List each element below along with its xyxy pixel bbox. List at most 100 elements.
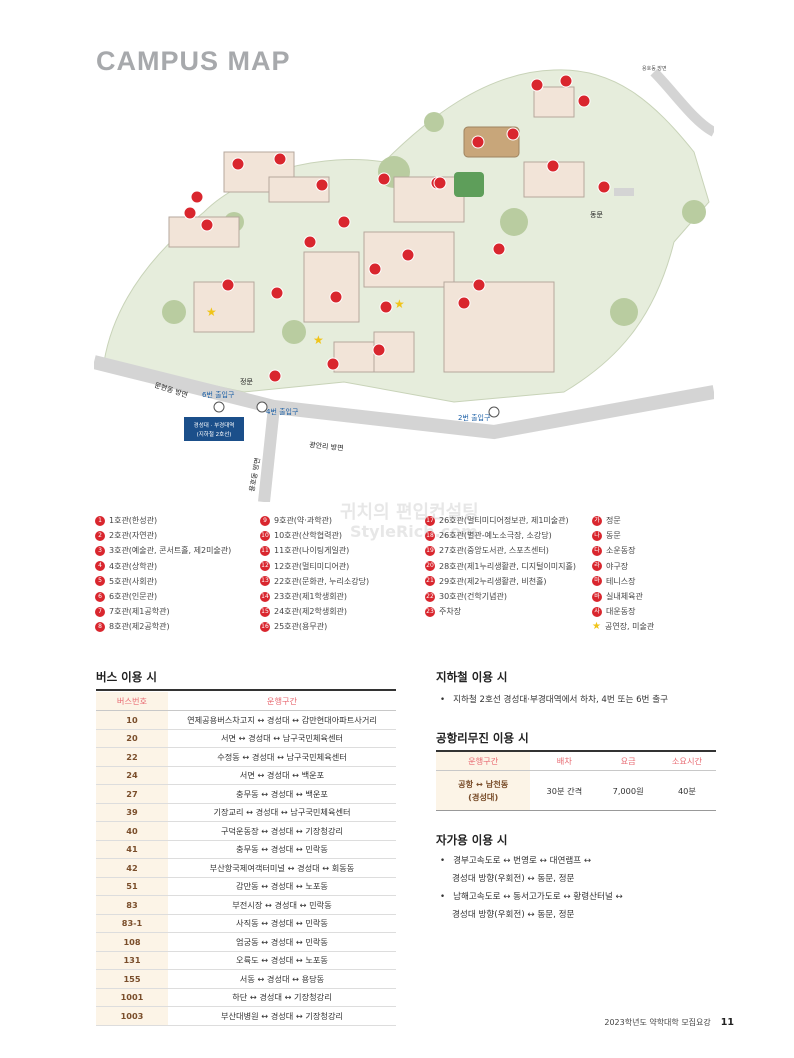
legend-text: 실내체육관: [606, 592, 643, 602]
campus-map: ★★★ 정문 동문 6번 출입구 4번 출입구 2번 출입구 경성대 · 부경대…: [94, 65, 714, 502]
legend-badge: 14: [260, 591, 270, 602]
legend-text: 공연장, 미술관: [604, 622, 655, 632]
legend-badge: 16: [260, 621, 270, 632]
watermark-line1: 귀치의 편입컨설팅: [340, 502, 479, 523]
table-cell: 51: [96, 877, 168, 896]
table-cell: 1001: [96, 988, 168, 1007]
table-cell: 155: [96, 969, 168, 989]
bus-heading: 버스 이용 시: [96, 670, 157, 684]
legend-badge: 3: [95, 545, 105, 556]
limousine-heading: 공항리무진 이용 시: [436, 731, 529, 745]
bus-header-route: 운행구간: [168, 692, 396, 711]
svg-text:★: ★: [394, 297, 405, 311]
table-cell: 39: [96, 803, 168, 822]
table-cell: 서동 ↔ 경성대 ↔ 용당동: [168, 969, 396, 989]
table-cell: 108: [96, 932, 168, 952]
legend-badge: 라: [592, 561, 602, 572]
bus-rule: [96, 689, 396, 691]
legend-text: 12호관(멀티미디어관): [274, 561, 350, 571]
legend-item: 바 실내체육관: [592, 589, 654, 604]
legend-text: 대운동장: [606, 607, 636, 617]
legend-text: 2호관(자연관): [109, 531, 158, 541]
footer-text: 2023학년도 약학대학 모집요강: [604, 1018, 711, 1027]
table-cell: 오륙도 ↔ 경성대 ↔ 노포동: [168, 951, 396, 970]
legend-badge: 바: [592, 591, 602, 602]
road-top-label: 용호동 방면: [642, 65, 667, 72]
table-cell: 부전시장 ↔ 경성대 ↔ 민락동: [168, 895, 396, 915]
station-name: 경성대 · 부경대역: [194, 421, 235, 429]
table-cell: 83: [96, 895, 168, 915]
legend-text: 28호관(제1누리생활관, 디지털이미지홀): [439, 561, 576, 571]
legend-text: 26호관(멀티미디어정보관, 제1미술관): [439, 516, 569, 526]
station-line: (지하철 2호선): [197, 430, 232, 438]
station-box: [184, 417, 244, 441]
legend-item: ★공연장, 미술관: [592, 619, 654, 634]
legend-text: 동문: [606, 531, 621, 541]
table-cell: 부산대병원 ↔ 경성대 ↔ 기장청강리: [168, 1006, 396, 1026]
legend-text: 30호관(건학기념관): [439, 592, 507, 602]
legend-text: 테니스장: [606, 576, 636, 586]
table-cell: 22: [96, 747, 168, 767]
bus-header-number: 버스번호: [96, 692, 168, 711]
exit6-label: 6번 출입구: [202, 390, 235, 399]
legend-item: 14 23호관(제1학생회관): [260, 589, 369, 604]
legend-text: 11호관(나이팅게일관): [274, 546, 350, 556]
legend-text: 25호관(용무관): [274, 622, 328, 632]
table-cell: 서면 ↔ 경성대 ↔ 백운포: [168, 766, 396, 785]
legend-badge: 18: [425, 530, 435, 541]
legend-badge: 21: [425, 576, 435, 587]
table-cell: 41: [96, 840, 168, 859]
legend-badge: 23: [425, 606, 435, 617]
legend-badge: 19: [425, 545, 435, 556]
table-cell: 배차: [530, 752, 599, 771]
legend-text: 정문: [606, 516, 621, 526]
legend-badge: 2: [95, 530, 105, 541]
svg-text:★: ★: [206, 305, 217, 319]
exit4-label: 4번 출입구: [266, 407, 299, 416]
legend-badge: 다: [592, 545, 602, 556]
legend-badge: 15: [260, 606, 270, 617]
table-cell: 20: [96, 729, 168, 748]
legend-text: 23호관(제1학생회관): [274, 592, 348, 602]
legend-text: 29호관(제2누리생활관, 비천홀): [439, 576, 547, 586]
legend-item: 2 2호관(자연관): [95, 528, 231, 543]
legend-text: 7호관(제1공학관): [109, 607, 170, 617]
table-cell: 27: [96, 784, 168, 804]
legend-item: 16 25호관(용무관): [260, 619, 369, 634]
exit-markers: [213, 401, 500, 418]
legend-badge: 10: [260, 530, 270, 541]
legend-text: 22호관(문화관, 누리소강당): [274, 576, 370, 586]
legend-text: 5호관(사회관): [109, 576, 158, 586]
legend-item: 21 29호관(제2누리생활관, 비천홀): [425, 574, 576, 589]
table-cell: 운행구간: [436, 752, 531, 771]
table-cell: 수정동 ↔ 경성대 ↔ 남구국민체육센터: [168, 747, 396, 767]
legend-badge: 22: [425, 591, 435, 602]
table-cell: 연제공용버스차고지 ↔ 경성대 ↔ 감만현대아파트사거리: [168, 710, 396, 730]
table-cell: 소요시간: [657, 752, 716, 771]
legend-badge: 나: [592, 530, 602, 541]
